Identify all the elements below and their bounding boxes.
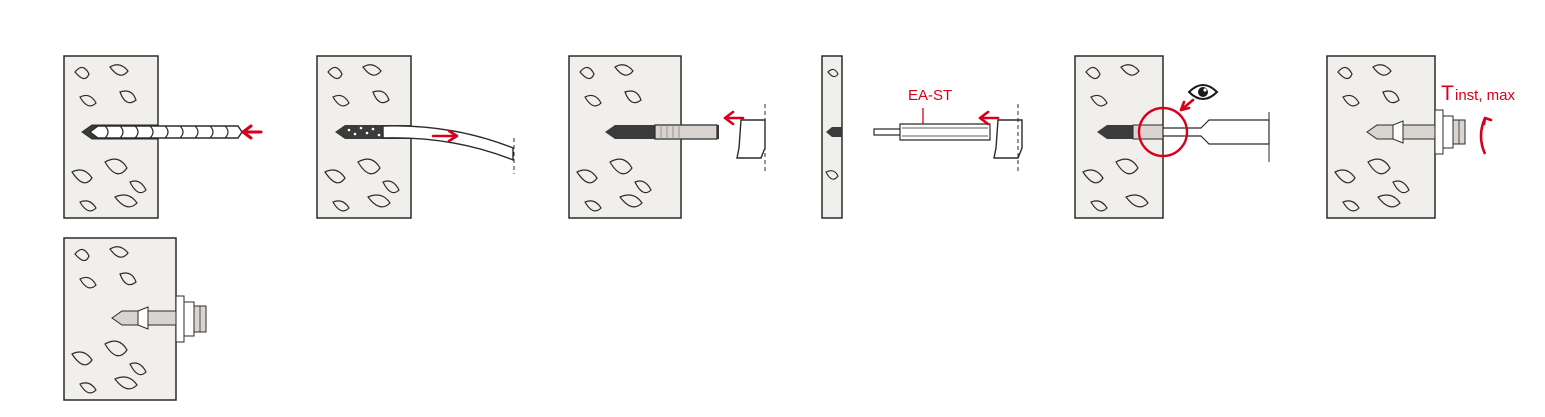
insert-anchor-icon (568, 55, 766, 219)
setting-tool-icon: EA-ST (821, 55, 1023, 219)
arrow-down-left-icon (1179, 98, 1195, 112)
installed-anchor-icon (63, 237, 207, 401)
setting-tool-body (1162, 112, 1270, 162)
inspect-setting-icon (1074, 55, 1270, 219)
anchor-sleeve (654, 124, 718, 140)
step-clean-hole (313, 52, 553, 232)
eye-icon (1187, 84, 1219, 100)
step-drill-hole (60, 52, 300, 232)
inspection-circle (1137, 106, 1189, 158)
drill-hole-icon (63, 55, 263, 219)
arrow-left-icon (241, 124, 263, 140)
step-setting-tool: EA-ST (818, 52, 1058, 232)
setting-tool-outline (736, 119, 766, 159)
torque-label-subscript: inst, max (1455, 87, 1516, 104)
step-inspect-setting (1071, 52, 1311, 232)
setting-tool-body (873, 123, 991, 141)
arrow-left-icon (978, 110, 1000, 126)
tool-label: EA-ST (908, 87, 952, 104)
step-installed-anchor (60, 234, 300, 414)
step-torque-tighten: T inst, max (1323, 52, 1545, 232)
drill-bit (88, 125, 243, 139)
arrow-right-icon (431, 129, 459, 143)
torque-label-main: T (1441, 82, 1454, 105)
rotate-arrow-icon (1479, 116, 1493, 155)
step-insert-anchor (565, 52, 805, 232)
setting-tool-outline (993, 119, 1023, 159)
cleaning-hose (382, 125, 514, 162)
clean-hole-icon (316, 55, 515, 219)
bolt-and-washer (1434, 109, 1466, 155)
arrow-left-icon (723, 110, 745, 126)
torque-tighten-icon: T inst, max (1326, 55, 1516, 219)
bolt-and-washer (175, 295, 207, 343)
